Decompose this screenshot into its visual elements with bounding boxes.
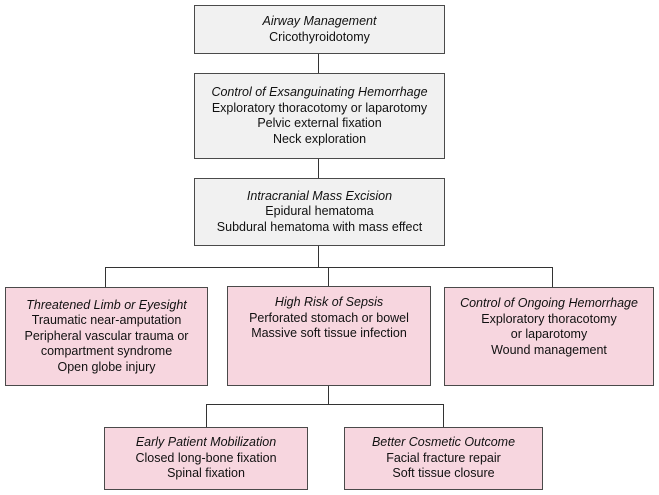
box-title: Threatened Limb or Eyesight xyxy=(26,297,187,312)
high-risk-sepsis-box: High Risk of Sepsis Perforated stomach o… xyxy=(227,286,431,386)
box-item: Subdural hematoma with mass effect xyxy=(216,219,423,234)
box-title: Control of Ongoing Hemorrhage xyxy=(460,296,638,310)
box-item: Exploratory thoracotomy or laparotomy xyxy=(211,100,428,115)
box-item: Epidural hematoma xyxy=(265,204,374,219)
intracranial-mass-excision-box: Intracranial Mass Excision Epidural hema… xyxy=(194,178,445,246)
box-item: Spinal fixation xyxy=(167,466,245,481)
early-mobilization-box: Early Patient Mobilization Closed long-b… xyxy=(104,427,308,490)
box-title: Better Cosmetic Outcome xyxy=(371,435,516,450)
box-title: High Risk of Sepsis xyxy=(274,295,384,309)
box-title: Early Patient Mobilization xyxy=(135,435,277,450)
box-item: Traumatic near-amputation xyxy=(31,313,182,328)
box-item: or laparotomy xyxy=(510,327,588,341)
threatened-limb-box: Threatened Limb or Eyesight Traumatic ne… xyxy=(5,287,208,386)
box-item: compartment syndrome xyxy=(40,344,173,359)
connector-branch-cosmetic xyxy=(443,404,445,427)
ongoing-hemorrhage-box: Control of Ongoing Hemorrhage Explorator… xyxy=(444,287,654,386)
connector-exsanguinating-intracranial xyxy=(318,159,320,178)
connector-branch-mobilization xyxy=(206,404,208,427)
box-title: Control of Exsanguinating Hemorrhage xyxy=(211,85,428,99)
box-item: Peripheral vascular trauma or xyxy=(24,328,189,343)
connector-intracranial-branch xyxy=(318,246,320,267)
exsanguinating-hemorrhage-box: Control of Exsanguinating Hemorrhage Exp… xyxy=(194,73,445,159)
box-item: Open globe injury xyxy=(57,359,156,374)
box-item: Neck exploration xyxy=(272,131,367,146)
airway-management-box: Airway Management Cricothyroidotomy xyxy=(194,5,445,54)
box-title: Intracranial Mass Excision xyxy=(246,188,393,203)
box-item: Closed long-bone fixation xyxy=(135,450,277,465)
box-item: Wound management xyxy=(491,342,607,357)
box-item: Facial fracture repair xyxy=(386,450,501,465)
box-item: Massive soft tissue infection xyxy=(251,326,407,340)
connector-branch-ongoing xyxy=(552,267,554,287)
box-item: Perforated stomach or bowel xyxy=(249,310,409,325)
cosmetic-outcome-box: Better Cosmetic Outcome Facial fracture … xyxy=(344,427,543,490)
connector-sepsis-bottom xyxy=(328,386,330,404)
box-item: Soft tissue closure xyxy=(392,466,495,481)
connector-branch-limb xyxy=(105,267,107,287)
connector-level5-branch xyxy=(206,404,444,406)
box-item: Cricothyroidotomy xyxy=(269,29,370,44)
connector-airway-exsanguinating xyxy=(318,54,320,73)
box-title: Airway Management xyxy=(262,14,377,28)
box-item: Exploratory thoracotomy xyxy=(481,311,617,326)
box-item: Pelvic external fixation xyxy=(257,116,382,130)
connector-branch-sepsis xyxy=(328,267,330,286)
